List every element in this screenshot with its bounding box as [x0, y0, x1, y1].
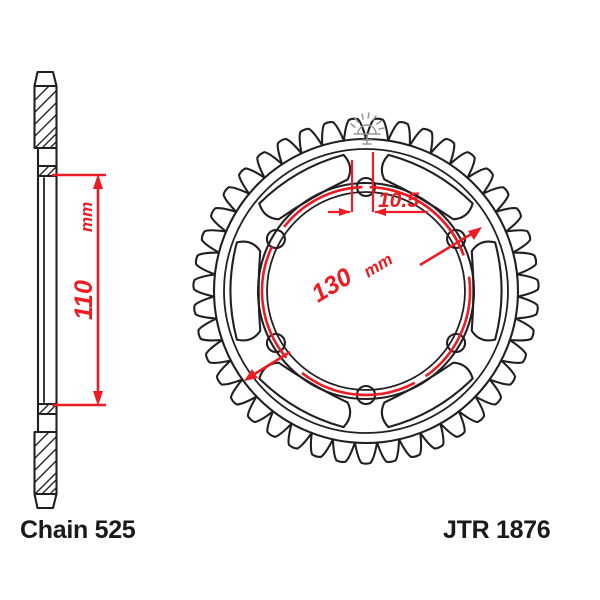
bolt-circle-arc [301, 371, 416, 397]
dim-105-arrow-left [339, 208, 351, 216]
dimension-110mm: 110 mm [52, 173, 106, 407]
bolt-circle-arc [424, 276, 472, 378]
rim-inner-circle [223, 148, 509, 434]
dim-105-arrow-right [374, 208, 386, 216]
side-tooth-cap-bottom [33, 492, 58, 510]
dim-130-arrow-upper [468, 227, 482, 240]
dim-130-leader-upper [419, 228, 479, 267]
front-face-view [192, 112, 540, 465]
hatch-top [34, 85, 57, 149]
dimension-10-5: 10.5 [328, 152, 428, 216]
hatch-small-bottom [38, 403, 57, 415]
tooth-root-circle [212, 137, 520, 445]
lightening-slot [258, 361, 352, 429]
lightening-slot [380, 153, 474, 221]
teeth-outline [192, 117, 540, 465]
bolt-hole [265, 332, 286, 354]
dim-110-unit: mm [77, 202, 96, 232]
lightening-slot [258, 153, 352, 221]
hub-inner-circle [266, 191, 466, 391]
hatch-bottom [34, 431, 57, 495]
rivet-detail-icon [350, 112, 385, 145]
dim-110-value: 110 [70, 280, 98, 320]
dim-130-arrow-lower [244, 369, 258, 381]
chain-size-label: Chain 525 [20, 516, 136, 544]
hatch-small-top [38, 165, 57, 177]
lightening-slot [229, 240, 262, 342]
part-number-label: JTR 1876 [443, 516, 550, 544]
sprocket-teeth [192, 117, 540, 465]
dim-110-arrow-bottom [93, 391, 103, 406]
bolt-circle-arc [260, 246, 288, 359]
dim-110-arrow-top [93, 174, 103, 189]
lightening-slots [229, 153, 503, 429]
lightening-slot [470, 240, 503, 342]
dim-105-value: 10.5 [378, 189, 419, 212]
lightening-slot [380, 361, 474, 429]
bolt-hole [446, 332, 467, 354]
bolt-hole [265, 228, 286, 250]
